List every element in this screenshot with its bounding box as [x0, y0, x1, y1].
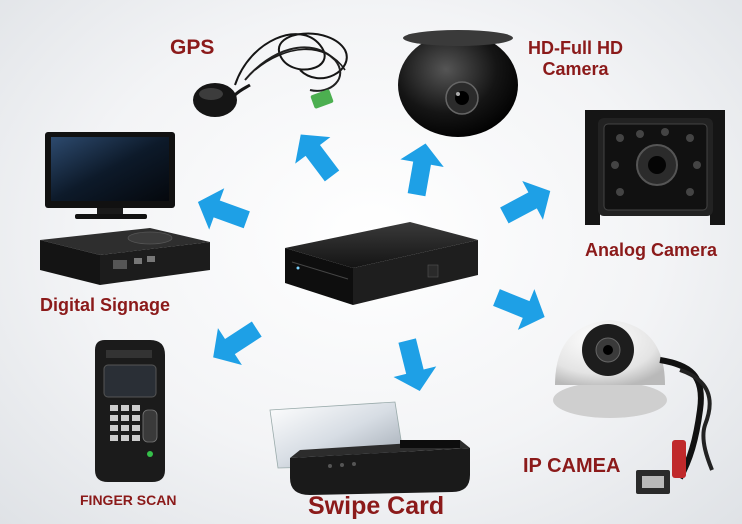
arrows: [197, 134, 551, 392]
finger-scan-label: FINGER SCAN: [80, 492, 177, 508]
analog-camera: [585, 110, 725, 225]
ip-camera-label: IP CAMEA: [523, 455, 621, 477]
swipe-card-label: Swipe Card: [308, 492, 445, 520]
hd-camera-label: HD-Full HD Camera: [528, 38, 623, 79]
arrow-to-finger-scan: [213, 321, 262, 365]
gps-label: GPS: [170, 36, 215, 59]
analog-camera-label: Analog Camera: [585, 240, 718, 260]
arrow-to-gps: [295, 134, 340, 182]
gps-antenna: [193, 32, 348, 117]
arrow-to-digital-signage: [197, 188, 250, 230]
digital-signage-label: Digital Signage: [40, 295, 171, 315]
dvr-recorder: [285, 222, 478, 305]
arrow-to-swipe-card: [393, 338, 437, 392]
swipe-card-reader: [269, 401, 470, 495]
hd-dome-camera: [398, 30, 518, 137]
ip-camera: [553, 320, 714, 494]
arrow-to-hd-camera: [400, 143, 444, 197]
hd-camera-label-line1: HD-Full HD: [528, 38, 623, 58]
finger-scan-device: [95, 340, 165, 482]
digital-signage: [40, 132, 210, 285]
arrow-to-ip-camera: [493, 289, 545, 330]
arrow-to-analog-camera: [500, 180, 551, 224]
hd-camera-label-line2: Camera: [542, 58, 609, 79]
